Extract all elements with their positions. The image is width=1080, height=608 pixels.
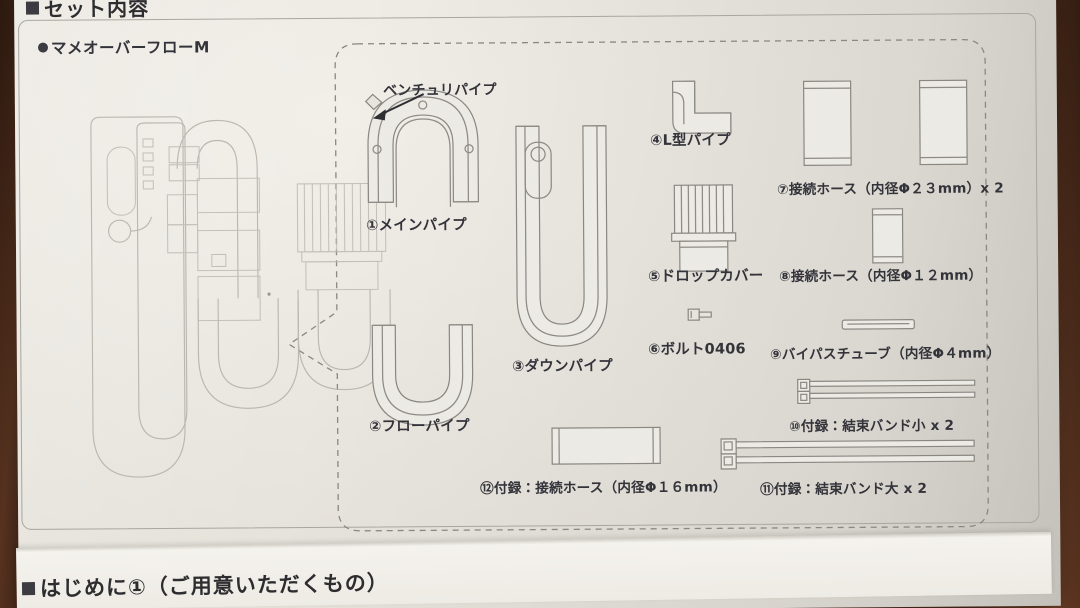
part-label-bolt: ⑥ボルト0406: [648, 341, 746, 358]
part-label-hose-16mm: ⑫付録：接続ホース（内径Φ１６mm）: [480, 479, 727, 497]
square-bullet-icon-bottom: [21, 581, 36, 595]
part-label-drop-cover: ⑤ドロップカバー: [648, 268, 764, 285]
part-label-cable-tie-small: ⑩付録：結束バンド小 x 2: [789, 417, 955, 435]
part-label-cable-tie-large: ⑪付録：結束バンド大 x 2: [760, 480, 928, 498]
part-label-main-pipe: ①メインパイプ: [366, 217, 467, 234]
parts-callout-panel: [287, 38, 989, 532]
section-heading-getting-started: はじめに①（ご用意いただくもの）: [21, 567, 389, 603]
product-name: マメオーバーフローM: [37, 35, 210, 58]
callout-dashed-border: [287, 38, 989, 532]
part-label-down-pipe: ③ダウンパイプ: [512, 358, 613, 375]
part-label-l-shaped-pipe: ④L型パイプ: [650, 132, 731, 149]
part-label-flow-pipe: ②フローパイプ: [369, 418, 470, 435]
round-bullet-icon: [37, 42, 49, 53]
section-heading-bottom-label: はじめに①（ご用意いただくもの）: [39, 570, 389, 601]
square-bullet-icon: [25, 1, 40, 15]
part-label-hose-12mm: ⑧接続ホース（内径Φ１２mm）: [779, 267, 983, 285]
part-label-hose-23mm: ⑦接続ホース（内径Φ２３mm）x 2: [777, 180, 1004, 198]
callout-label-venturi-pipe: ベンチュリパイプ: [383, 82, 497, 99]
product-name-label: マメオーバーフローM: [50, 38, 210, 58]
part-label-bypass-tube: ⑨バイパスチューブ（内径Φ４mm）: [770, 345, 1001, 363]
